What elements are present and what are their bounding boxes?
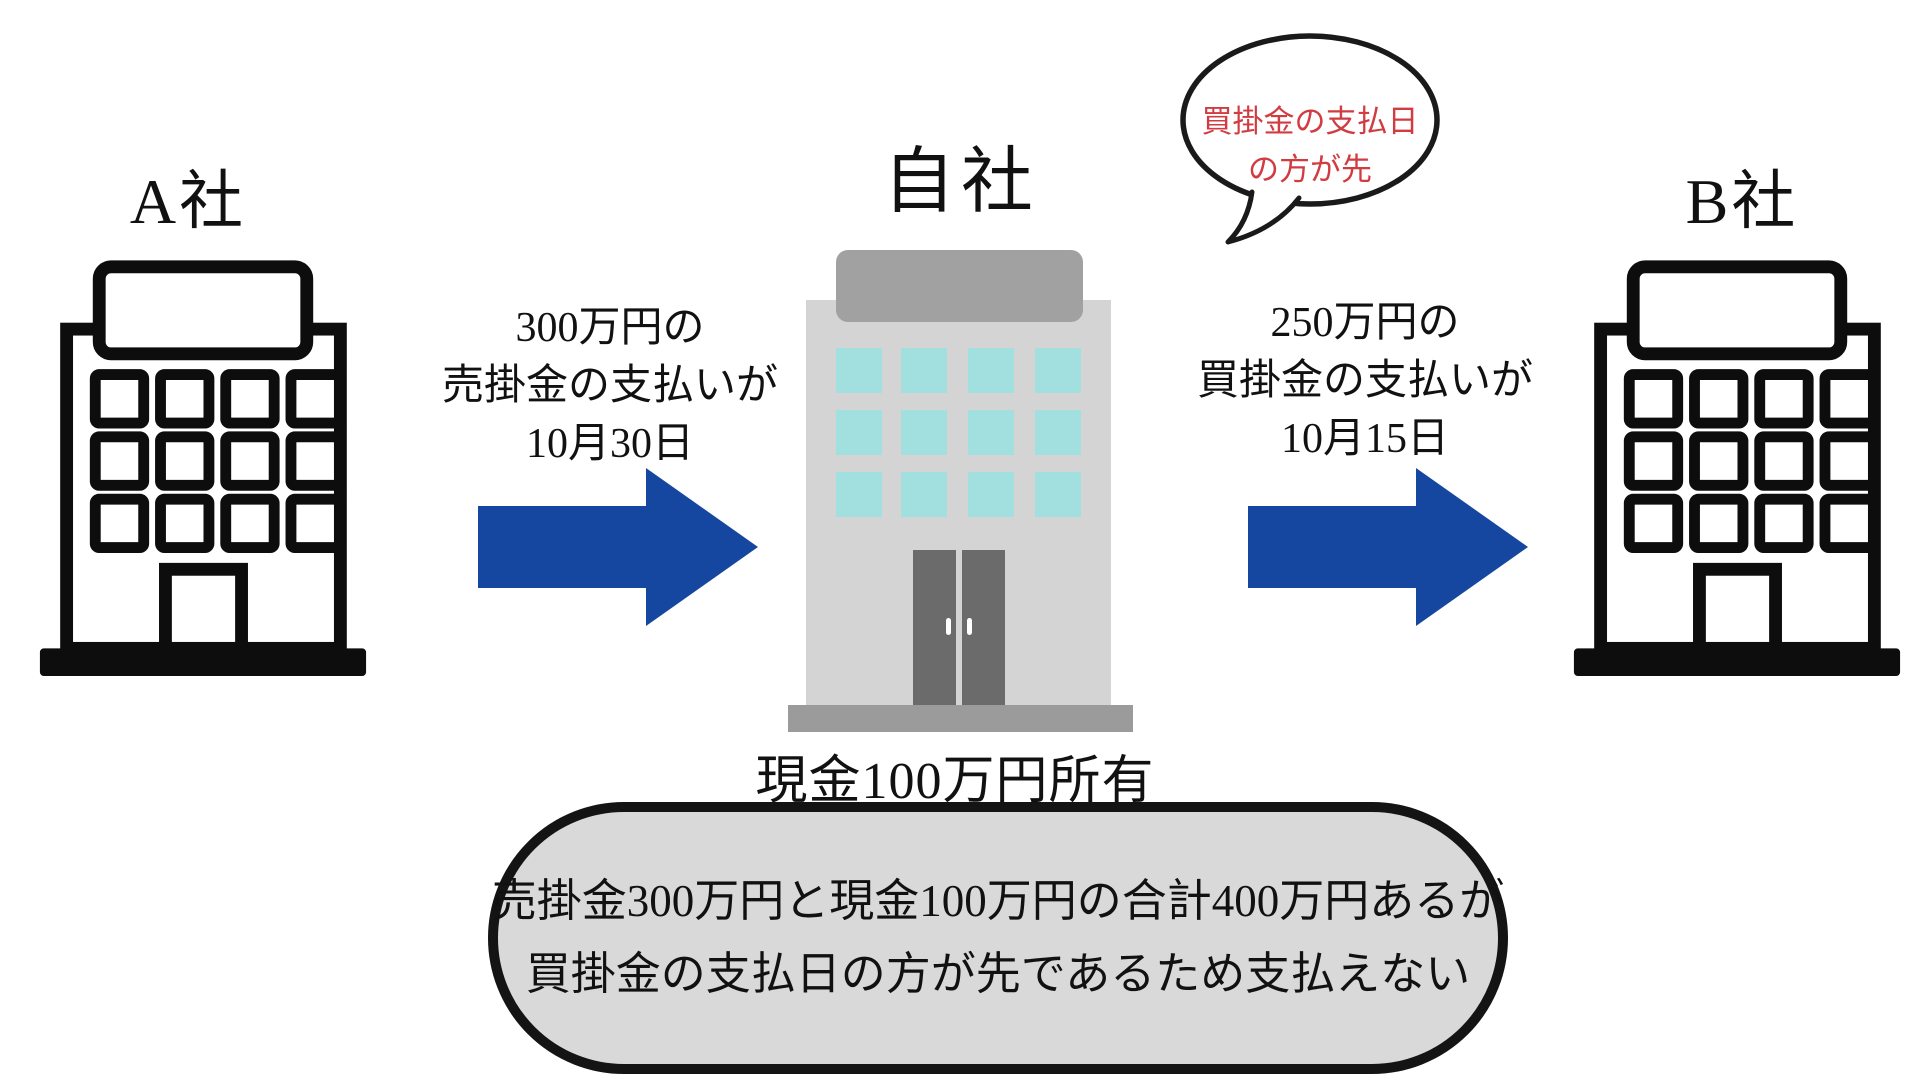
company-b-building-icon	[1573, 260, 1901, 677]
summary-line-1: 売掛金300万円と現金100万円の合計400万円あるが	[491, 876, 1505, 927]
speech-bubble-icon	[1180, 33, 1440, 245]
receivable-flow-line-1: 300万円の	[515, 305, 705, 351]
payable-flow-line-2: 買掛金の支払いが	[1196, 357, 1533, 404]
receivable-flow-line-3: 10月30日	[525, 420, 694, 467]
own-company-label: 自社	[882, 142, 1039, 222]
speech-bubble-line-2: の方が先	[1248, 152, 1372, 188]
receivable-flow-text: 300万円の 売掛金の支払いが 10月30日	[430, 300, 790, 474]
summary-line-2: 買掛金の支払日の方が先であるため支払えない	[525, 949, 1471, 999]
summary-box: 売掛金300万円と現金100万円の合計400万円あるが 買掛金の支払日の方が先で…	[488, 802, 1508, 1074]
receivable-arrow-icon	[478, 468, 758, 626]
receivable-flow-line-2: 売掛金の支払いが	[441, 362, 778, 409]
cash-note-label: 現金100万円所有	[755, 753, 1155, 810]
company-b-label: B社	[1685, 166, 1799, 237]
payable-flow-text: 250万円の 買掛金の支払いが 10月15日	[1185, 295, 1545, 469]
speech-bubble-text: 買掛金の支払日 の方が先	[1195, 98, 1425, 194]
payable-flow-line-1: 250万円の	[1270, 300, 1460, 346]
payable-arrow-icon	[1248, 468, 1528, 626]
own-company-building-icon	[788, 250, 1133, 732]
company-a-building-icon	[39, 260, 367, 677]
speech-bubble-line-1: 買掛金の支払日	[1201, 104, 1419, 139]
payable-flow-line-3: 10月15日	[1280, 415, 1449, 462]
company-a-label: A社	[129, 166, 247, 237]
